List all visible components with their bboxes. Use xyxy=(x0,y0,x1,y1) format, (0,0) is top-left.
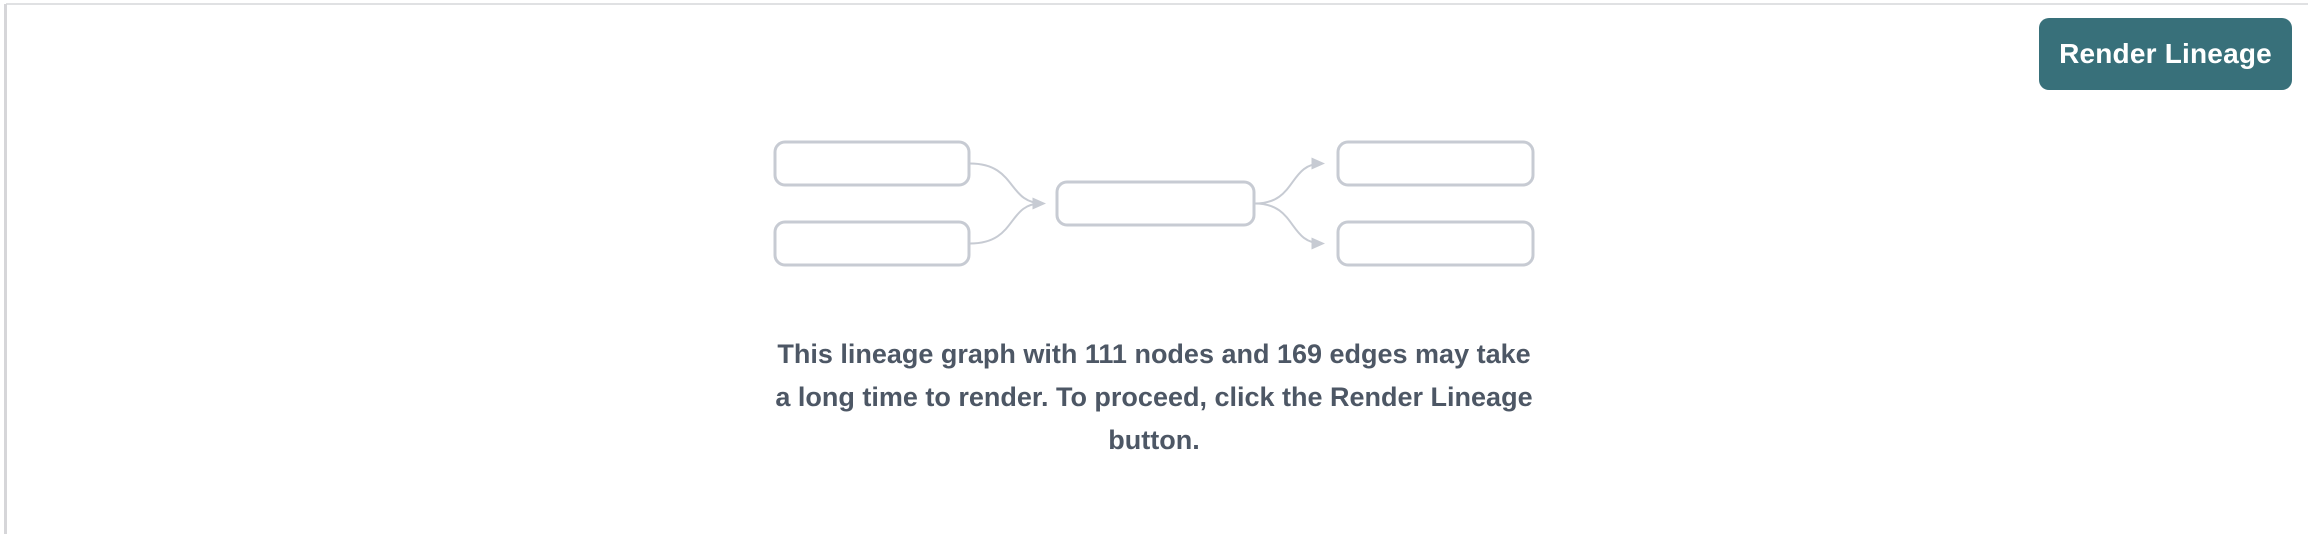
preview-edge-downstream-top xyxy=(1254,157,1325,205)
lineage-preview-graphic xyxy=(773,140,1535,267)
preview-edge-upstream-bottom xyxy=(969,202,1042,245)
warning-message-line-3: button. xyxy=(1108,425,1200,455)
preview-node-center xyxy=(1055,180,1256,227)
warning-message-line-1: This lineage graph with 111 nodes and 16… xyxy=(777,339,1531,369)
warning-message: This lineage graph with 111 nodes and 16… xyxy=(775,333,1532,462)
preview-node-downstream-1 xyxy=(1336,140,1535,187)
preview-node-downstream-2 xyxy=(1336,220,1535,267)
panel-top-border xyxy=(6,3,2308,5)
warning-message-line-2: a long time to render. To proceed, click… xyxy=(775,382,1533,412)
panel-left-divider xyxy=(4,4,7,534)
empty-state: This lineage graph with 111 nodes and 16… xyxy=(704,140,1604,462)
render-lineage-button[interactable]: Render Lineage xyxy=(2039,18,2292,90)
preview-edge-upstream-top xyxy=(969,162,1046,210)
preview-edge-downstream-bottom xyxy=(1254,202,1325,250)
preview-node-upstream-2 xyxy=(773,220,971,267)
preview-node-upstream-1 xyxy=(773,140,971,187)
